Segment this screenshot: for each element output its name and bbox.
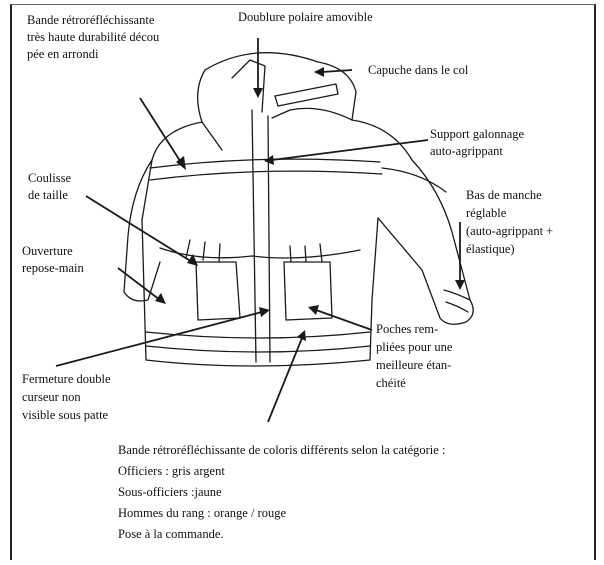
caption-block: Bande rétroréfléchissante de coloris dif…: [118, 440, 445, 545]
label-capuche: Capuche dans le col: [368, 62, 468, 79]
label-coulisse: Coulisse de taille: [28, 170, 71, 204]
label-ouverture: Ouverture repose-main: [22, 243, 84, 277]
caption-line: Hommes du rang : orange / rouge: [118, 503, 445, 524]
caption-line: Sous-officiers :jaune: [118, 482, 445, 503]
label-poches: Poches rem- pliées pour une meilleure ét…: [376, 320, 452, 392]
caption-line: Officiers : gris argent: [118, 461, 445, 482]
caption-line: Bande rétroréfléchissante de coloris dif…: [118, 440, 445, 461]
label-fermeture: Fermeture double curseur non visible sou…: [22, 370, 111, 424]
caption-line: Pose à la commande.: [118, 524, 445, 545]
label-doublure: Doublure polaire amovible: [238, 9, 373, 26]
label-bas-manche: Bas de manche réglable (auto-agrippant +…: [466, 186, 553, 258]
jacket-drawing: [124, 53, 473, 366]
label-bande-top: Bande rétroréfléchissante très haute dur…: [27, 12, 159, 63]
label-support: Support galonnage auto-agrippant: [430, 126, 524, 160]
